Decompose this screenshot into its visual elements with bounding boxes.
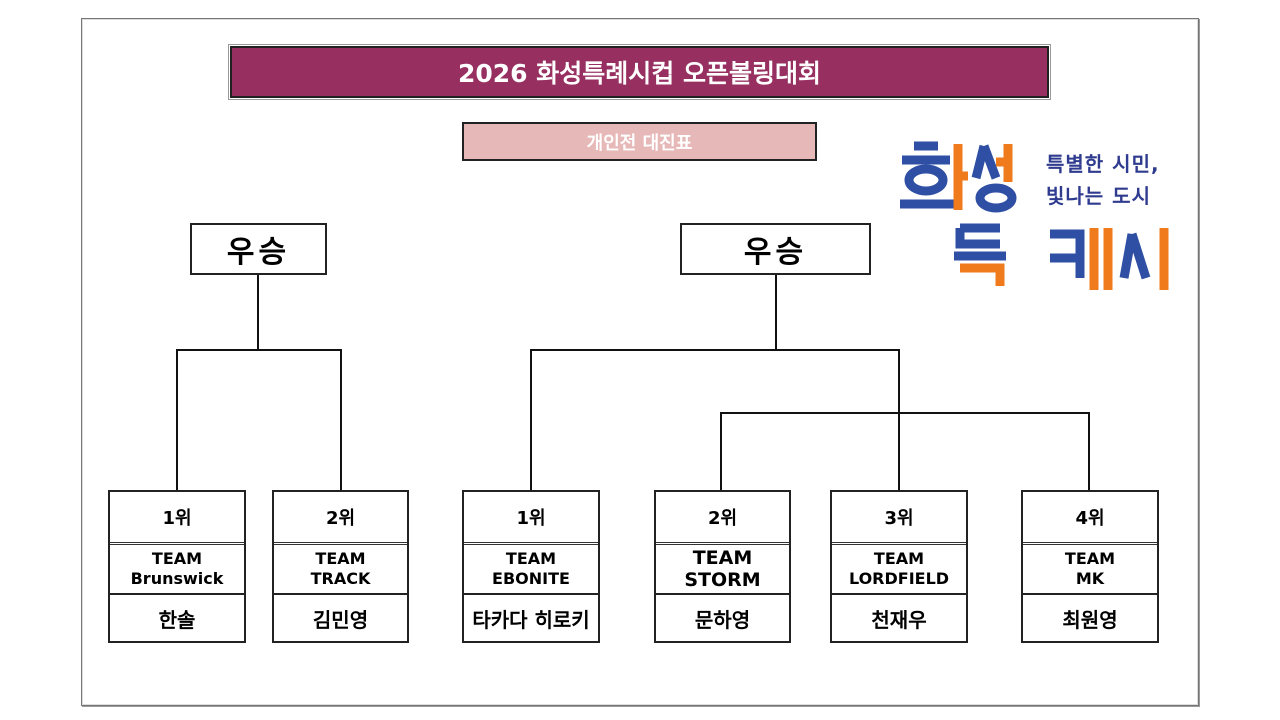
card-team: TEAM LORDFIELD — [832, 545, 966, 595]
left-winner-label: 우승 — [226, 235, 291, 270]
card-team-line2: MK — [1075, 569, 1105, 588]
bracket-card-right-1: 1위 TEAM EBONITE 타카다 히로키 — [462, 490, 600, 643]
card-team-line2: LORDFIELD — [848, 569, 950, 588]
card-player: 김민영 — [312, 607, 369, 632]
left-connector-bar — [176, 349, 342, 351]
right-connector-semi-bar — [720, 412, 1090, 414]
left-connector-stem — [257, 275, 259, 350]
card-player: 타카다 히로키 — [472, 607, 590, 632]
bracket-subtitle-text: 개인전 대진표 — [586, 132, 693, 154]
right-winner-box: 우승 — [680, 223, 871, 275]
hwaseong-logo: 특별한 시민, 빛나는 도시 — [896, 138, 1196, 298]
left-connector-drop-1 — [176, 349, 178, 490]
bracket-card-right-3: 3위 TEAM LORDFIELD 천재우 — [830, 490, 968, 643]
bracket-card-right-2: 2위 TEAM STORM 문하영 — [654, 490, 791, 643]
card-team: TEAM Brunswick — [110, 545, 244, 595]
card-team: TEAM MK — [1023, 545, 1157, 595]
left-winner-box: 우승 — [190, 223, 327, 275]
card-team: TEAM EBONITE — [464, 545, 598, 595]
card-team: TEAM STORM — [656, 545, 789, 595]
hwaseong-wordmark-icon — [900, 141, 1017, 286]
tournament-title-text: 2026 화성특례시컵 오픈볼링대회 — [458, 59, 821, 88]
card-team-line1: TEAM — [151, 549, 203, 568]
card-player: 천재우 — [871, 607, 927, 632]
card-team-line2: STORM — [684, 569, 761, 591]
card-rank: 1위 — [110, 492, 244, 545]
card-team: TEAM TRACK — [274, 545, 407, 595]
card-team-line1: TEAM — [315, 549, 366, 568]
card-rank: 2위 — [274, 492, 407, 545]
logo-slogan-line1: 특별한 시민, — [1046, 152, 1160, 176]
logo-wordmark-tail-icon — [1050, 228, 1169, 290]
card-team-line2: TRACK — [310, 569, 371, 588]
card-rank: 1위 — [464, 492, 598, 545]
card-rank: 4위 — [1023, 492, 1157, 545]
right-connector-bar — [530, 349, 900, 351]
right-connector-drop-2 — [720, 412, 722, 490]
bracket-card-left-1: 1위 TEAM Brunswick 한솔 — [108, 490, 246, 643]
card-team-line1: TEAM — [873, 549, 925, 568]
card-player: 문하영 — [694, 607, 751, 632]
page-frame — [81, 18, 1199, 706]
right-connector-drop-1 — [530, 349, 532, 490]
logo-slogan-line2: 빛나는 도시 — [1046, 184, 1151, 208]
card-player: 한솔 — [158, 607, 196, 632]
bracket-card-left-2: 2위 TEAM TRACK 김민영 — [272, 490, 409, 643]
right-connector-stem — [775, 275, 777, 350]
card-player: 최원영 — [1062, 607, 1118, 632]
bracket-card-right-4: 4위 TEAM MK 최원영 — [1021, 490, 1159, 643]
card-team-line1: TEAM — [505, 549, 557, 568]
card-team-line2: Brunswick — [130, 569, 224, 588]
left-connector-drop-2 — [340, 349, 342, 490]
card-rank: 3위 — [832, 492, 966, 545]
card-team-line2: EBONITE — [492, 569, 570, 588]
right-connector-semi-stem — [898, 349, 900, 413]
bracket-subtitle: 개인전 대진표 — [462, 122, 817, 161]
tournament-title: 2026 화성특례시컵 오픈볼링대회 — [228, 44, 1051, 100]
card-team-line1: TEAM — [692, 547, 753, 569]
right-winner-label: 우승 — [743, 235, 808, 270]
right-connector-drop-4 — [1088, 412, 1090, 490]
card-rank: 2위 — [656, 492, 789, 545]
card-team-line1: TEAM — [1064, 549, 1116, 568]
right-connector-drop-3 — [898, 412, 900, 490]
